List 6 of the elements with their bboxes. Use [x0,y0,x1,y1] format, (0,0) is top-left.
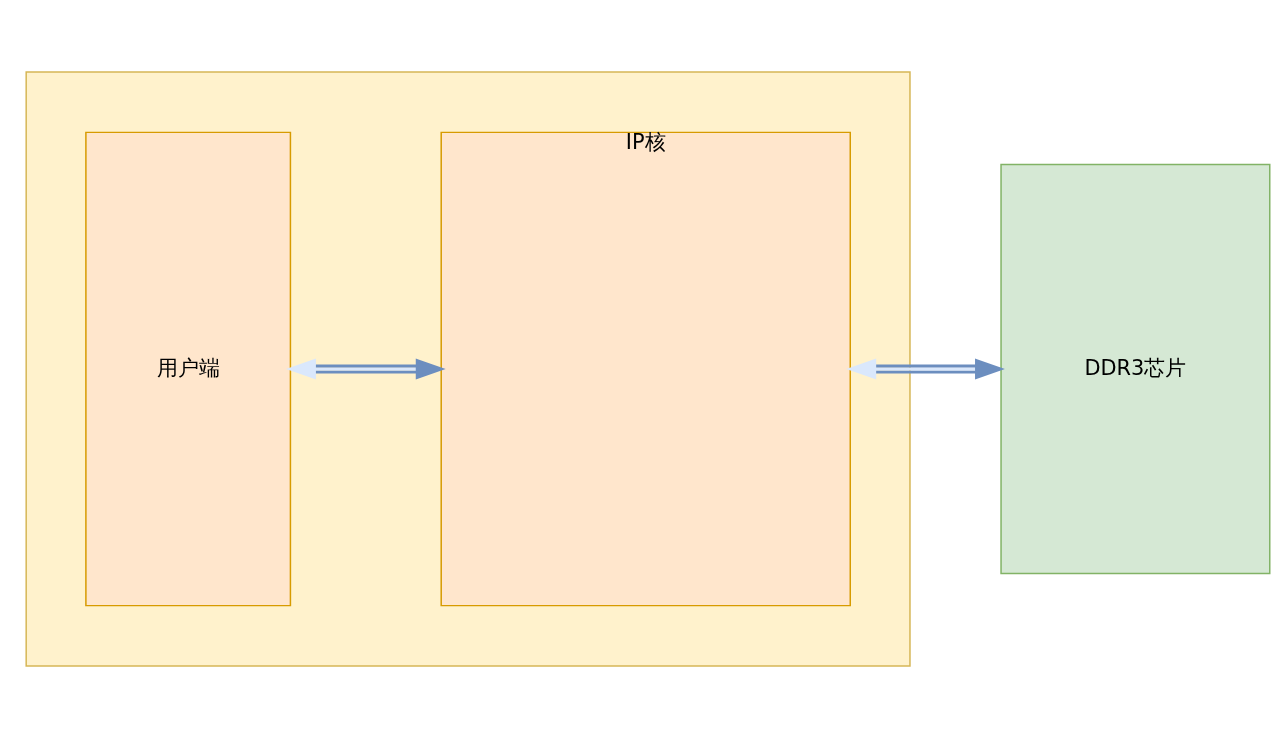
node-box: IP核 [440,131,851,606]
cluster [25,70,911,667]
node-box: DDR3芯片 [1000,163,1271,574]
arrow [846,358,1005,379]
node-box: 用户端 [85,131,292,606]
arrow [286,358,446,379]
